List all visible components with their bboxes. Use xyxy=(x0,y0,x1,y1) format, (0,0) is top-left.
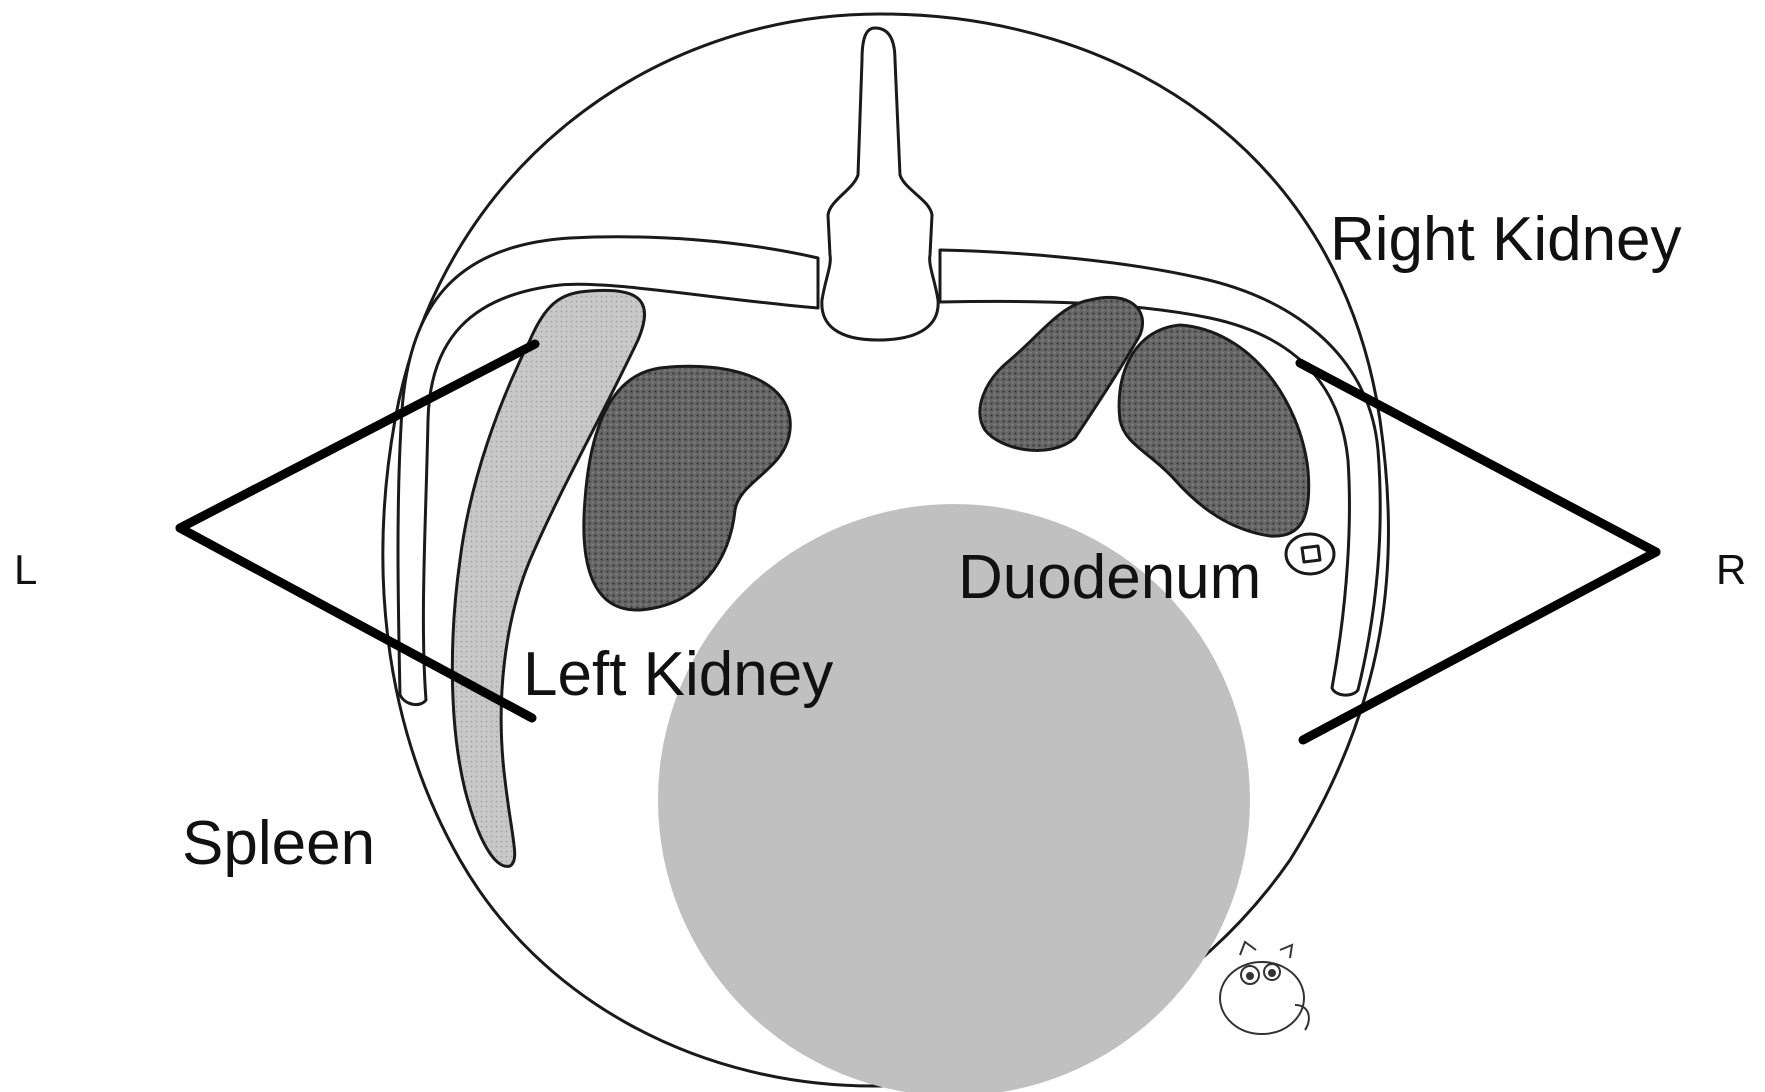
spine xyxy=(822,28,938,340)
label-right-side: R xyxy=(1716,546,1746,593)
mascot-doodle xyxy=(1220,942,1309,1034)
right-kidney-shape xyxy=(1119,325,1309,536)
left-kidney-shape xyxy=(584,366,790,610)
label-duodenum: Duodenum xyxy=(958,543,1261,612)
duodenum-shape xyxy=(980,297,1143,450)
label-spleen: Spleen xyxy=(182,809,375,878)
label-left-side: L xyxy=(14,546,37,593)
label-right-kidney: Right Kidney xyxy=(1330,205,1682,274)
label-left-kidney: Left Kidney xyxy=(523,640,833,709)
duct-ring xyxy=(1286,534,1334,574)
